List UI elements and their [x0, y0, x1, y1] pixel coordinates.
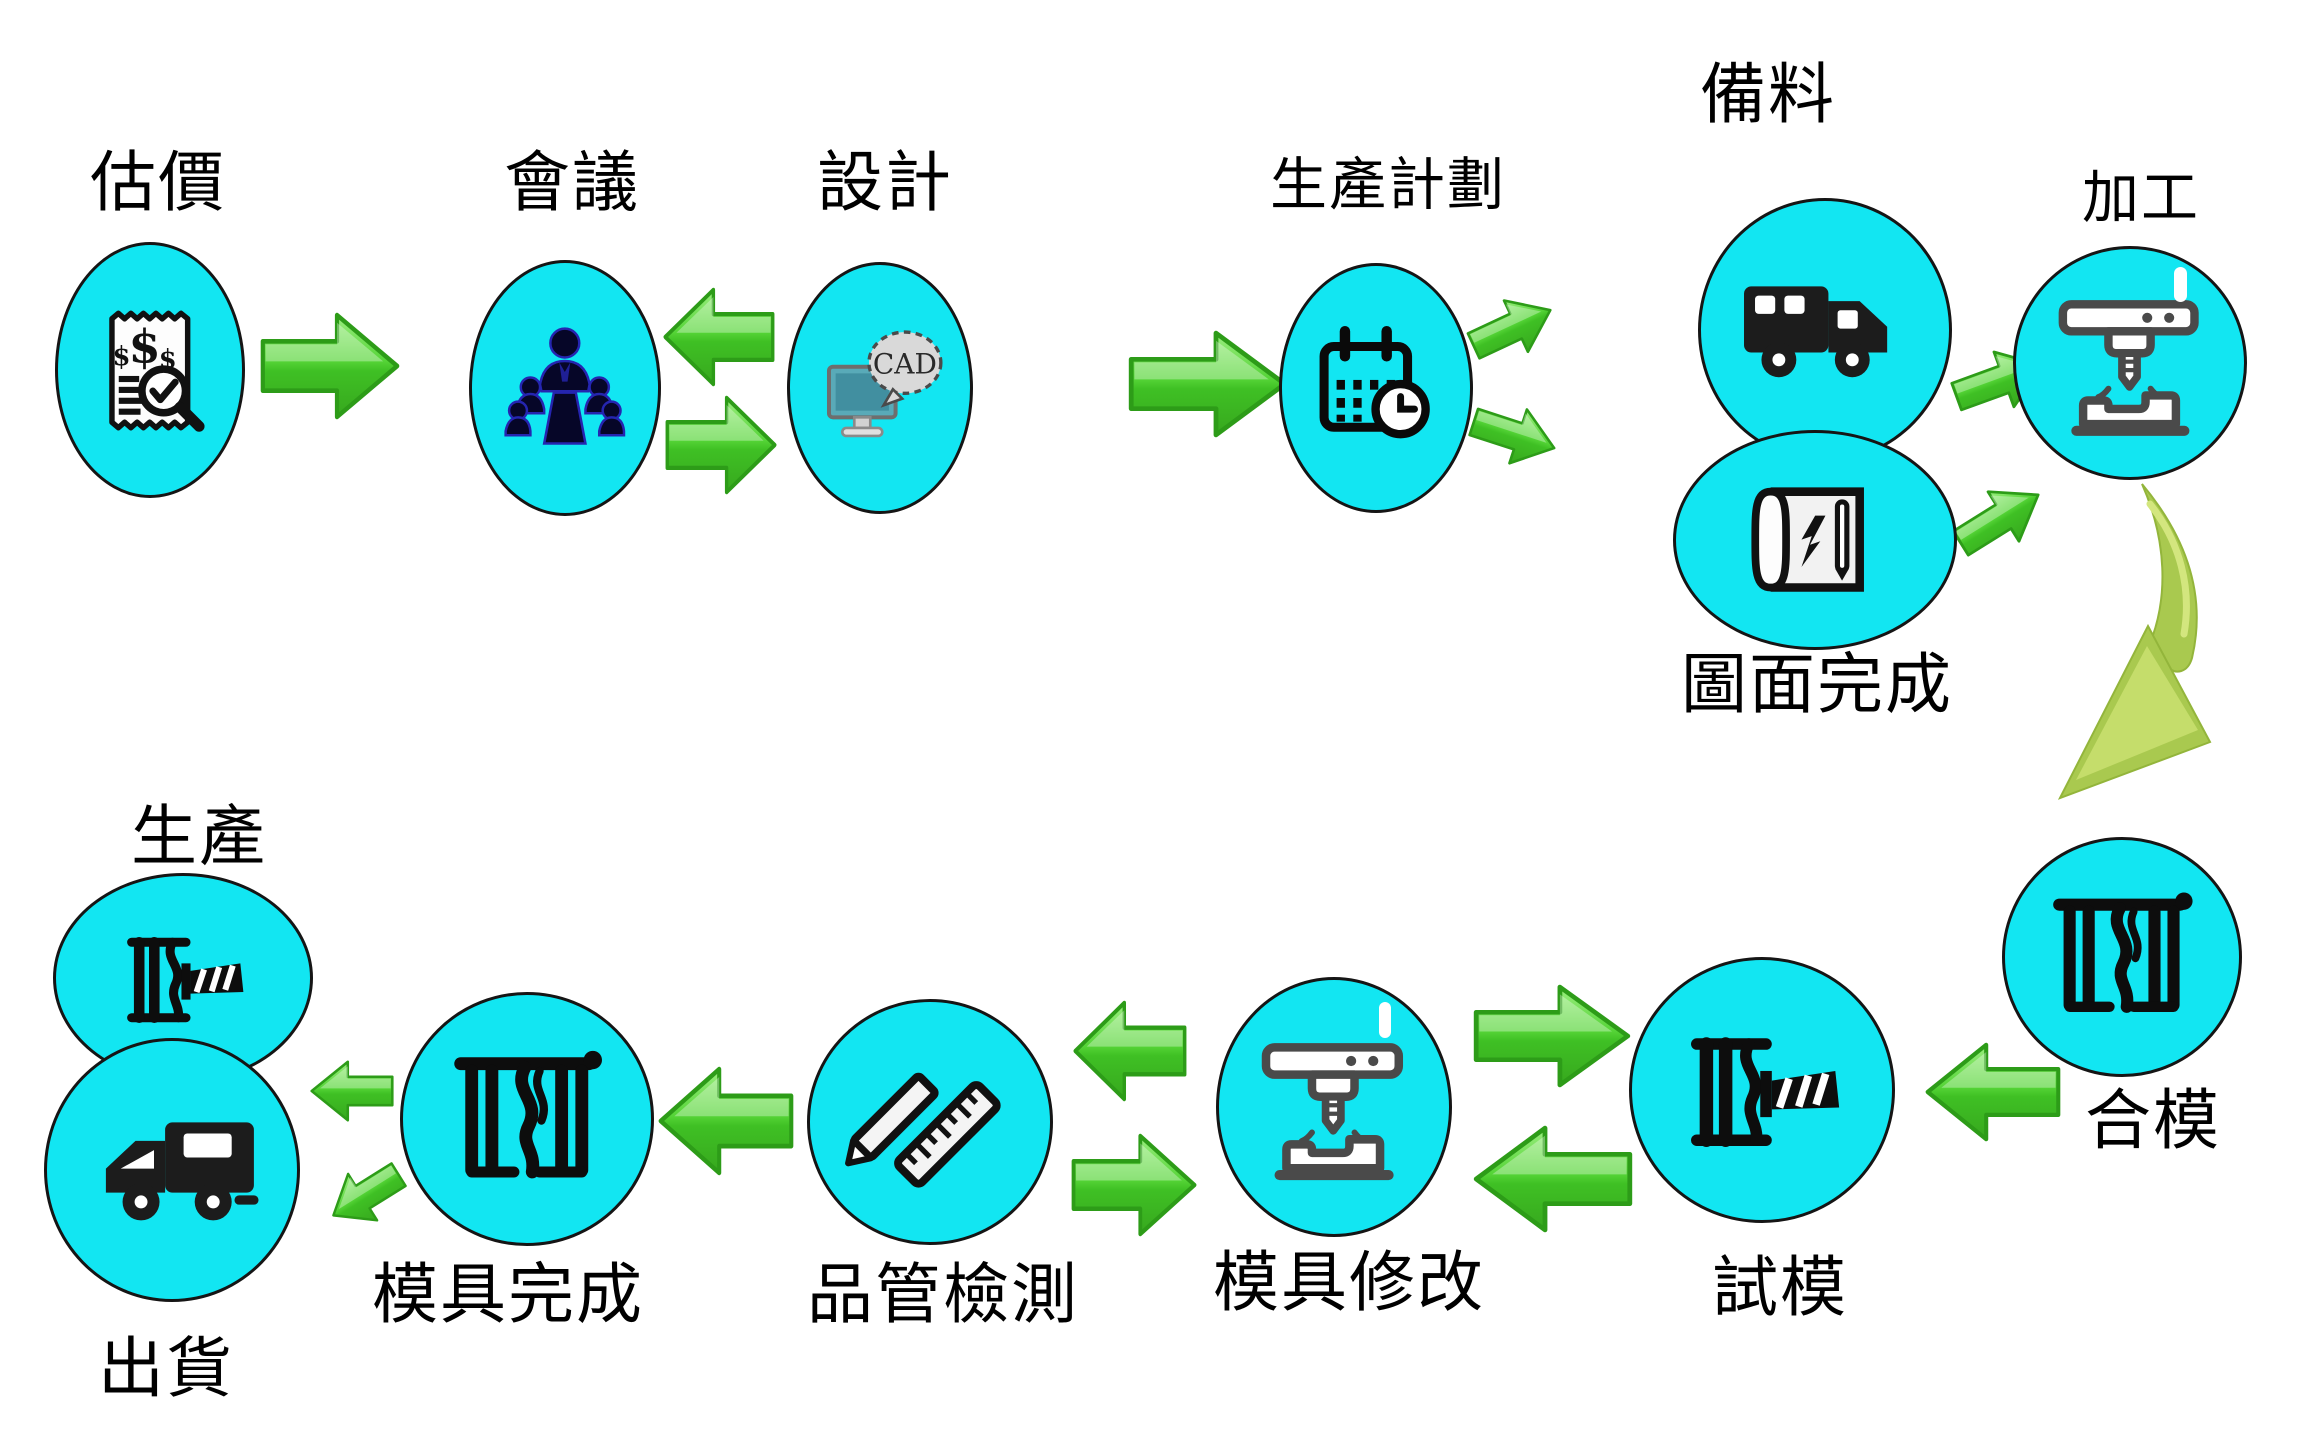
svg-text:$: $: [112, 342, 130, 372]
mold-screw-icon: [89, 903, 277, 1054]
node-production-plan: [1279, 263, 1473, 513]
truck-left-icon: [80, 1075, 265, 1266]
truck-right-icon: [1744, 285, 1888, 377]
svg-text:CAD: CAD: [873, 347, 937, 380]
node-mold-assembly-label: 合模: [2085, 1082, 2221, 1159]
arrow-plan-to-drawing-complete: [1463, 393, 1565, 477]
arrow-qc-to-mold-complete: [658, 1066, 794, 1176]
mold-screw-icon: [1666, 994, 1858, 1186]
arrow-meeting-to-design: [665, 395, 777, 495]
node-production-plan-label: 生產計劃: [1270, 152, 1506, 218]
arrow-mold-modify-to-mold-trial: [1473, 984, 1631, 1088]
node-mold-trial: [1629, 957, 1895, 1223]
arrow-mold-trial-to-mold-modify: [1473, 1125, 1633, 1233]
arrow-qc-to-mold-modify: [1071, 1133, 1197, 1237]
arrow-design-to-production-plan: [1128, 330, 1288, 438]
mold-icon: [435, 1027, 619, 1211]
node-design: CAD: [787, 262, 973, 514]
node-shipping-label: 出貨: [98, 1330, 234, 1407]
arrow-plan-to-material-prep: [1460, 283, 1564, 373]
node-material-prep-label: 備料: [1700, 56, 1836, 133]
arrow-machining-to-mold-assembly-curved: [2057, 483, 2212, 800]
node-shipping: [44, 1038, 300, 1302]
milling-machine-icon: [2046, 279, 2215, 448]
circle-highlight: [1379, 1002, 1391, 1038]
mold-icon: [2035, 870, 2208, 1043]
node-machining: [2013, 246, 2247, 480]
node-mold-trial-label: 試模: [1712, 1249, 1848, 1326]
arrow-design-to-meeting: [663, 287, 775, 387]
node-mold-modify-label: 模具修改: [1213, 1244, 1485, 1321]
arrow-mold-complete-to-shipping: [317, 1150, 415, 1240]
arrow-mold-complete-to-production: [310, 1060, 394, 1122]
pencil-ruler-icon: [845, 1073, 1001, 1188]
node-drawing-complete-label: 圖面完成: [1681, 646, 1953, 723]
node-machining-label: 加工: [2082, 165, 2200, 231]
node-mold-complete: [400, 992, 654, 1246]
node-estimate-label: 估價: [90, 144, 226, 221]
node-mold-modify: [1216, 977, 1452, 1237]
blueprint-icon: [1751, 487, 1864, 593]
node-meeting-label: 會議: [504, 144, 640, 221]
arrow-estimate-to-meeting: [260, 312, 400, 420]
circle-highlight: [2174, 267, 2187, 302]
node-material-prep: [1698, 198, 1952, 462]
arrow-mold-modify-to-qc: [1073, 1000, 1187, 1102]
node-production-label: 生產: [131, 798, 267, 875]
arrow-mold-assembly-to-mold-trial: [1925, 1042, 2061, 1142]
node-qc-label: 品管檢測: [807, 1256, 1079, 1333]
node-meeting: [469, 260, 661, 516]
cad-icon: CAD: [827, 330, 943, 438]
calendar-clock-icon: [1320, 325, 1431, 439]
meeting-icon: [504, 326, 626, 445]
node-design-label: 設計: [817, 144, 953, 221]
svg-text:$: $: [128, 319, 160, 373]
milling-machine-icon: [1249, 1013, 1419, 1201]
node-drawing-complete: [1673, 430, 1957, 650]
quote-icon: $ $ $: [109, 310, 205, 432]
node-qc: [807, 999, 1053, 1245]
node-mold-complete-label: 模具完成: [372, 1256, 644, 1333]
node-estimate: $ $ $: [55, 242, 245, 498]
node-mold-assembly: [2002, 837, 2242, 1077]
